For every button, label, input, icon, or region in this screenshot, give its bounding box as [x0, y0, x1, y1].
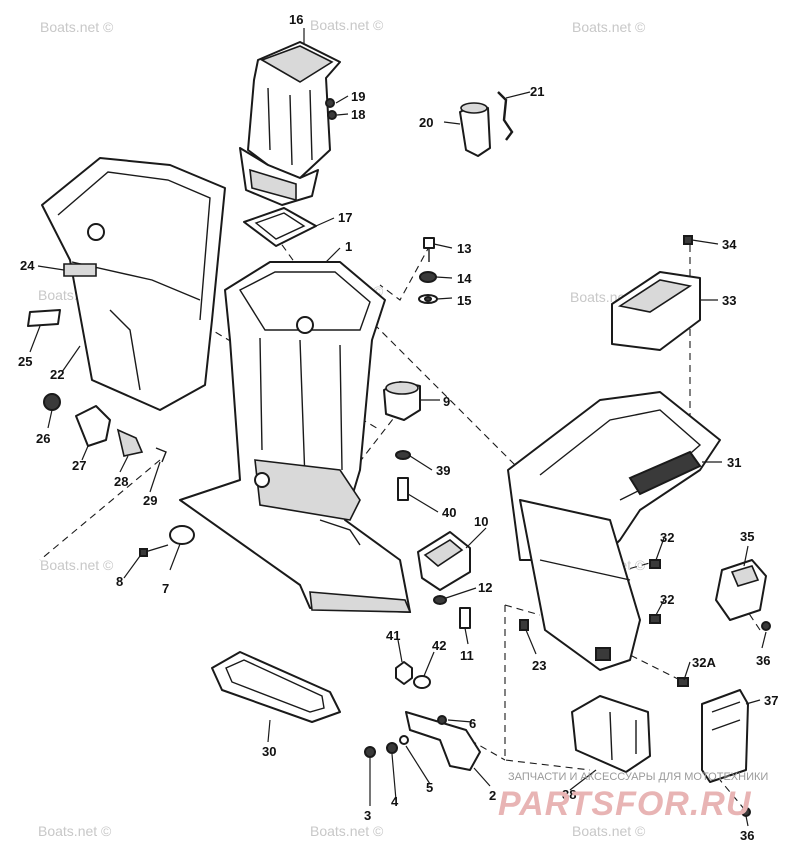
- bracket-bolts: [649, 559, 689, 687]
- callout-10: 10: [474, 514, 488, 529]
- gasket: [243, 207, 317, 247]
- callout-25: 25: [18, 354, 32, 369]
- callout-4: 4: [391, 794, 399, 809]
- callout-17: 17: [338, 210, 352, 225]
- fitting-assembly: [43, 393, 167, 463]
- callout-20: 20: [419, 115, 433, 130]
- side-clamp: [715, 559, 771, 631]
- callout-7: 7: [162, 581, 169, 596]
- anode-bracket: [364, 711, 481, 771]
- washer-bolt: [395, 450, 411, 501]
- callout-8: 8: [116, 574, 123, 589]
- callout-31: 31: [727, 455, 741, 470]
- drive-shaft-housing: [179, 261, 412, 613]
- callout-32-upper: 32: [660, 530, 674, 545]
- callout-32A: 32A: [692, 655, 716, 670]
- bolt-stack: [418, 237, 438, 304]
- watermark-1: Boats.net ©: [40, 19, 114, 35]
- callout-23: 23: [532, 658, 546, 673]
- side-plate: [701, 689, 751, 817]
- callout-19: 19: [351, 89, 365, 104]
- nut-and-washer: [395, 661, 431, 689]
- rubber-mount: [383, 381, 421, 421]
- callout-9: 9: [443, 394, 450, 409]
- callout-30: 30: [262, 744, 276, 759]
- callout-36-upper: 36: [756, 653, 770, 668]
- callout-33: 33: [722, 293, 736, 308]
- callout-1: 1: [345, 239, 352, 254]
- callout-13: 13: [457, 241, 471, 256]
- rear-bracket: [571, 695, 651, 773]
- leader-lines: [29, 28, 767, 827]
- sleeve: [459, 102, 491, 157]
- callout-28: 28: [114, 474, 128, 489]
- callout-21: 21: [530, 84, 544, 99]
- callout-3: 3: [364, 808, 371, 823]
- callout-6: 6: [469, 716, 476, 731]
- seal-loop: [211, 651, 341, 723]
- small-screws: [325, 98, 337, 120]
- callout-34: 34: [722, 237, 737, 252]
- callout-18: 18: [351, 107, 365, 122]
- callout-24: 24: [20, 258, 35, 273]
- tag: [27, 309, 61, 327]
- decal-plate: [63, 263, 97, 277]
- callout-26: 26: [36, 431, 50, 446]
- callout-39: 39: [436, 463, 450, 478]
- callout-32-lower: 32: [660, 592, 674, 607]
- callout-12: 12: [478, 580, 492, 595]
- exhaust-tube: [239, 41, 341, 206]
- watermark-11: Boats.net ©: [310, 823, 384, 839]
- callout-29: 29: [143, 493, 157, 508]
- callout-15: 15: [457, 293, 471, 308]
- watermark-3: Boats.net ©: [572, 19, 646, 35]
- callout-38: 38: [562, 787, 576, 802]
- callout-16: 16: [289, 12, 303, 27]
- callout-41: 41: [386, 628, 400, 643]
- brand-tagline: ЗАПЧАСТИ И АКСЕССУАРЫ ДЛЯ МОТОТЕХНИКИ: [508, 771, 768, 783]
- callout-22: 22: [50, 367, 64, 382]
- callout-42: 42: [432, 638, 446, 653]
- cowl-liner: [41, 157, 226, 411]
- wire-clip: [497, 91, 514, 141]
- watermark-12: Boats.net ©: [572, 823, 646, 839]
- callout-36-lower: 36: [740, 828, 754, 843]
- callout-14: 14: [457, 271, 472, 286]
- watermark-7: Boats.net ©: [40, 557, 114, 573]
- callout-11: 11: [460, 648, 474, 663]
- top-cover: [611, 235, 701, 351]
- bumper-and-screw: [139, 525, 195, 557]
- bracket-plate: [417, 531, 471, 629]
- callout-2: 2: [489, 788, 496, 803]
- callout-labels: 1 2 3 4 5 6 7 8 9 10 11 12 13 14 15 16 1…: [18, 12, 778, 843]
- callout-27: 27: [72, 458, 86, 473]
- watermark-2: Boats.net ©: [310, 17, 384, 33]
- callout-35: 35: [740, 529, 754, 544]
- swivel-bracket: [507, 391, 721, 671]
- brand-name: PARTSFOR.RU: [498, 785, 752, 823]
- callout-5: 5: [426, 780, 433, 795]
- callout-37: 37: [764, 693, 778, 708]
- brand-watermark: ЗАПЧАСТИ И АКСЕССУАРЫ ДЛЯ МОТОТЕХНИКИ PA…: [498, 771, 768, 823]
- callout-40: 40: [442, 505, 456, 520]
- watermark-10: Boats.net ©: [38, 823, 112, 839]
